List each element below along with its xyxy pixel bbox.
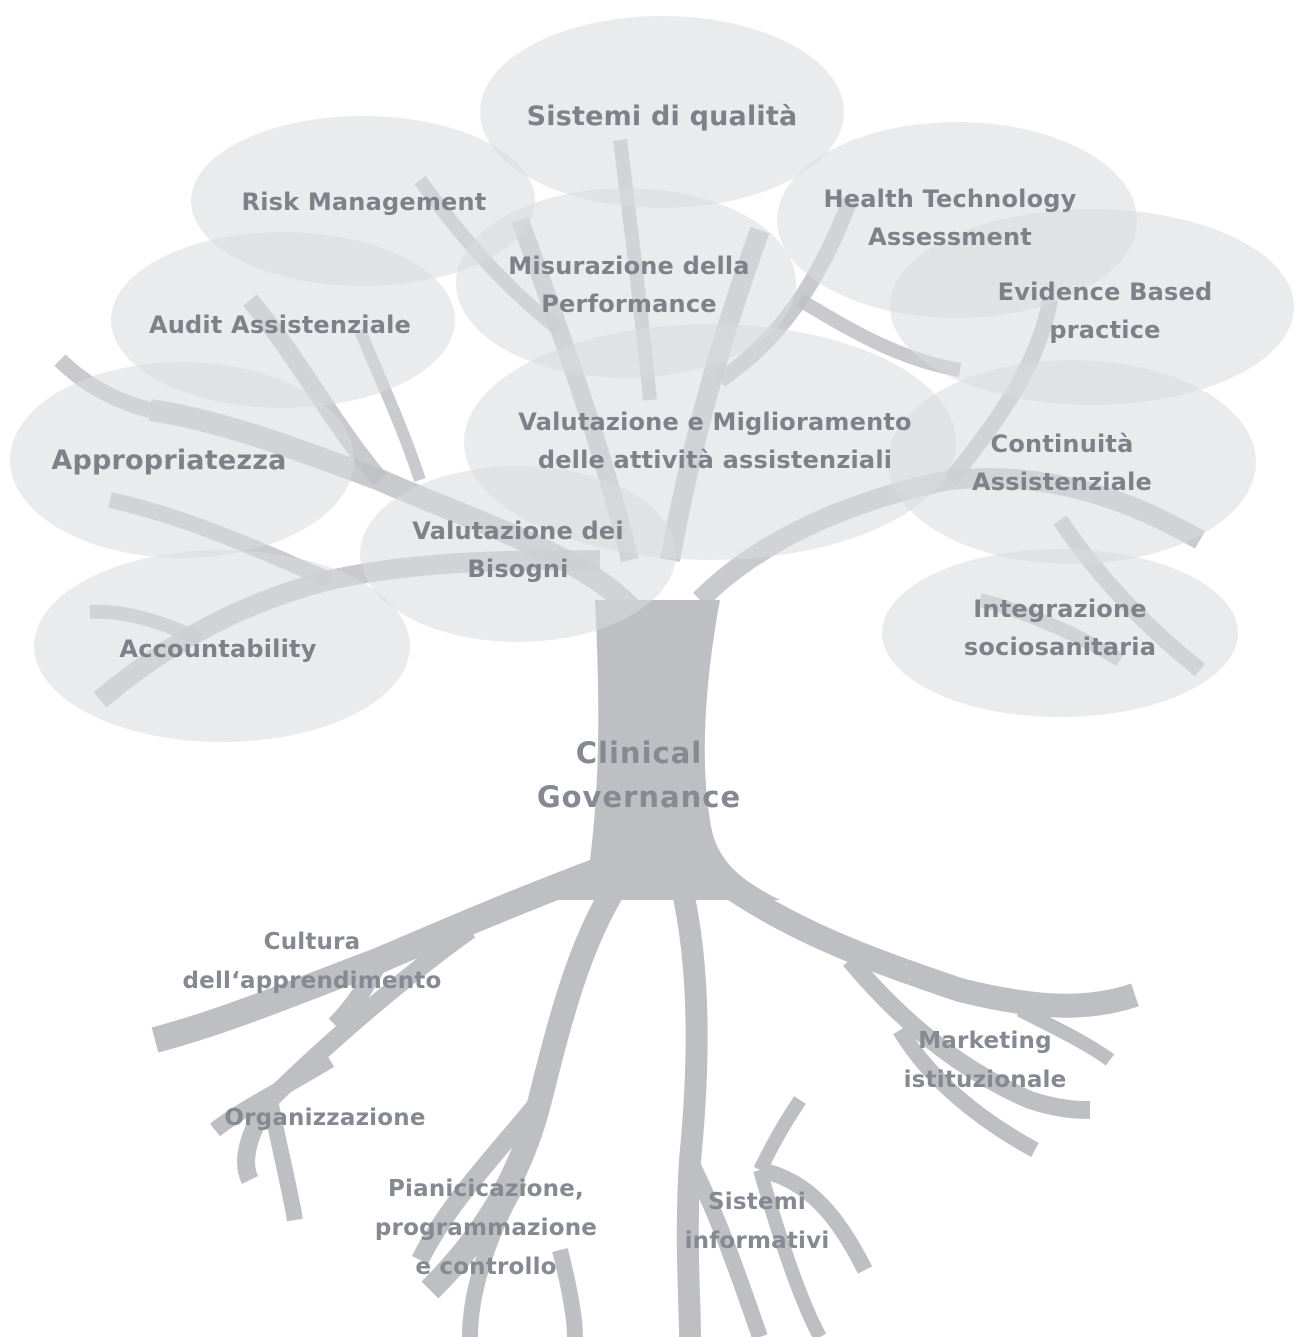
trunk: [540, 600, 780, 900]
label-sistemi-qualita: Sistemi di qualità: [522, 98, 802, 136]
label-line: Governance: [536, 780, 742, 814]
label-line: Integrazione: [973, 595, 1147, 623]
label-marketing: Marketing istituzionale: [890, 1022, 1080, 1100]
label-continuita: Continuità Assistenziale: [957, 425, 1167, 501]
label-line: practice: [1049, 316, 1161, 344]
label-line: Audit Assistenziale: [148, 311, 412, 339]
crown-bubbles: [10, 16, 1294, 742]
bubble-appropriatezza: [10, 362, 354, 558]
label-line: informativi: [684, 1228, 830, 1254]
bubble-valutazione-bisogni: [360, 466, 676, 642]
label-line: Appropriatezza: [51, 445, 287, 476]
label-sistemi-informativi: Sistemi informativi: [672, 1183, 842, 1261]
label-audit: Audit Assistenziale: [130, 306, 430, 344]
label-line: Pianicicazione,: [388, 1176, 584, 1202]
label-line: sociosanitaria: [963, 633, 1157, 661]
label-line: Misurazione della: [508, 252, 750, 280]
label-risk-management: Risk Management: [224, 183, 504, 221]
label-health-technology: Health Technology Assessment: [805, 180, 1095, 256]
roots: [151, 857, 1139, 1337]
label-line: Performance: [541, 290, 717, 318]
label-line: Cultura: [263, 929, 361, 955]
label-cultura: Cultura dell‘apprendimento: [170, 923, 454, 1001]
label-organizzazione: Organizzazione: [205, 1099, 445, 1138]
label-accountability: Accountability: [98, 630, 338, 668]
label-line: Sistemi di qualità: [526, 101, 798, 132]
label-valutazione-bisogni: Valutazione dei Bisogni: [398, 512, 638, 588]
label-misurazione: Misurazione della Performance: [489, 247, 769, 323]
label-evidence-based: Evidence Based practice: [975, 273, 1235, 349]
label-line: Assessment: [868, 223, 1032, 251]
label-line: Continuità: [990, 430, 1134, 458]
bubble-sistemi-qualita: [480, 16, 844, 208]
label-line: Valutazione e Miglioramento: [518, 408, 912, 436]
label-valutazione-miglioramento: Valutazione e Miglioramento delle attivi…: [500, 403, 930, 479]
label-line: Sistemi: [708, 1189, 806, 1215]
label-pianificazione: Pianicicazione, programmazione e control…: [350, 1170, 622, 1287]
label-line: Organizzazione: [224, 1105, 426, 1131]
bubble-continuita: [888, 360, 1256, 564]
bubble-accountability: [34, 550, 410, 742]
label-line: Health Technology: [823, 185, 1077, 213]
label-line: Marketing: [918, 1028, 1052, 1054]
label-line: Accountability: [119, 635, 317, 663]
label-line: Valutazione dei: [412, 517, 624, 545]
label-line: programmazione: [374, 1215, 598, 1241]
label-line: delle attività assistenziali: [537, 446, 893, 474]
bubble-evidence-based: [890, 209, 1294, 405]
label-line: Bisogni: [467, 555, 569, 583]
bubble-integrazione: [882, 549, 1238, 717]
label-integrazione: Integrazione sociosanitaria: [950, 590, 1170, 666]
label-appropriatezza: Appropriatezza: [38, 442, 300, 480]
label-line: istituzionale: [903, 1067, 1067, 1093]
label-line: Risk Management: [241, 188, 487, 216]
label-line: e controllo: [415, 1254, 557, 1280]
label-clinical-governance: Clinical Governance: [519, 731, 759, 819]
label-line: Assistenziale: [972, 468, 1152, 496]
label-line: Clinical: [575, 736, 703, 770]
label-line: dell‘apprendimento: [182, 968, 442, 994]
label-line: Evidence Based: [997, 278, 1213, 306]
